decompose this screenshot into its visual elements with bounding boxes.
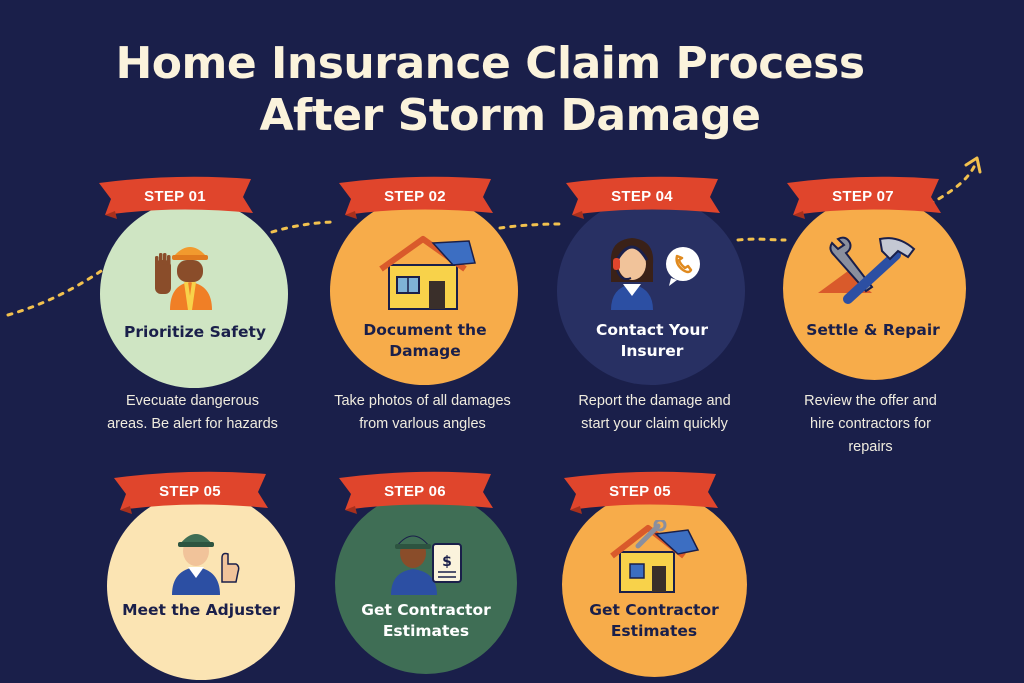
step-ribbon (114, 471, 268, 514)
step-label: STEP 05 (609, 483, 671, 500)
svg-text:$: $ (442, 554, 452, 570)
step-description: Take photos of all damages from varlous … (334, 393, 511, 432)
step-title: Settle & Repair (806, 321, 940, 339)
call-agent-icon (610, 238, 700, 310)
step-title: Get Contractor Estimates (361, 601, 491, 640)
step-title: Meet the Adjuster (122, 601, 280, 619)
adjuster-thumbs-up-icon (172, 534, 240, 595)
step-card-4: STEP 07 Settle & Repair Review the offer… (773, 175, 973, 465)
step-card-1: STEP 01 Prioritize Safety Evecuate dange… (95, 175, 295, 445)
step-circle (783, 197, 966, 380)
step-label: STEP 02 (384, 188, 446, 205)
house-repair-icon (610, 520, 700, 593)
step-ribbon (787, 176, 941, 219)
step-card-2: STEP 02 Document the Damage Take photos … (325, 175, 525, 445)
step-label: STEP 04 (611, 188, 673, 205)
step-description: Review the offer and hire contractors fo… (804, 393, 937, 455)
step-card-5: STEP 05 Meet the Adjuster (105, 470, 305, 680)
step-ribbon (566, 176, 720, 219)
worker-stop-hand-icon (155, 247, 212, 310)
arrow-head-icon (964, 156, 982, 174)
step-card-7: STEP 05 Get Contractor Estimates (560, 470, 760, 680)
step-description: Evecuate dangerous areas. Be alert for h… (107, 393, 278, 432)
step-title: Get Contractor Estimates (589, 601, 719, 640)
step-title: Document the Damage (363, 321, 487, 360)
step-label: STEP 05 (159, 483, 221, 500)
step-label: STEP 07 (832, 188, 894, 205)
page-title-line2: After Storm Damage (259, 90, 762, 141)
step-label: STEP 01 (144, 188, 206, 205)
damaged-house-icon (379, 236, 476, 310)
step-card-3: STEP 04 Contact Your Insurer Report the … (557, 175, 757, 445)
page-title-line1: Home Insurance Claim Process (115, 38, 865, 89)
step-description: Report the damage and start your claim q… (578, 393, 731, 432)
step-card-6: STEP 06 $ Get Contractor Estimates (330, 470, 530, 680)
contractor-estimate-icon: $ (391, 535, 462, 595)
tools-hammer-wrench-icon (818, 236, 916, 304)
step-ribbon (339, 176, 493, 219)
step-ribbon (339, 471, 493, 514)
step-title: Contact Your Insurer (595, 321, 709, 360)
step-ribbon (99, 176, 253, 219)
step-ribbon (564, 471, 718, 514)
step-circle (557, 197, 745, 385)
step-label: STEP 06 (384, 483, 446, 500)
step-title: Prioritize Safety (124, 323, 266, 341)
